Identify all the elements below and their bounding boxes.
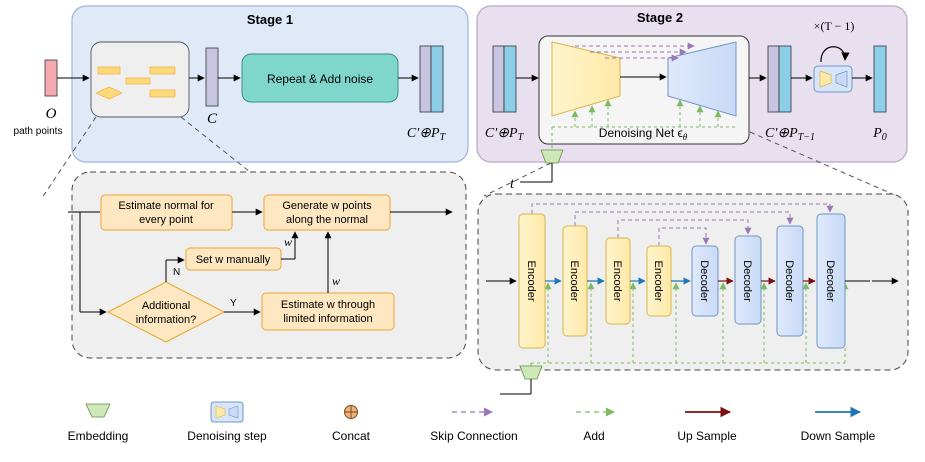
repeat-add-noise-label: Repeat & Add noise <box>267 72 373 86</box>
decoder-trapezoid <box>667 41 737 117</box>
encoder-trapezoid <box>551 41 621 117</box>
legend-concat: Concat <box>332 429 371 443</box>
Cprime-PT-label: C′⊕PT <box>407 126 447 143</box>
Cprime-bar <box>419 45 432 113</box>
t-label: t <box>510 176 515 192</box>
decoder-2-label: Decoder <box>741 260 753 302</box>
denoising-net-label: Denoising Net ϵθ <box>599 126 688 142</box>
legend: Embedding Denoising step Concat Skip Con… <box>68 401 876 443</box>
C-label: C <box>207 111 218 127</box>
P0-bar <box>873 45 887 113</box>
generate-line2: along the normal <box>286 214 368 226</box>
no-label: N <box>173 267 180 278</box>
O-label: O <box>46 106 57 122</box>
path-points-label: path points <box>14 126 63 137</box>
input-O <box>44 59 58 97</box>
estimate-normal-line1: Estimate normal for <box>118 200 214 212</box>
decoder-4-label: Decoder <box>824 260 836 302</box>
generate-line1: Generate w points <box>282 200 372 212</box>
legend-skip: Skip Connection <box>430 429 517 443</box>
legend-up: Up Sample <box>677 429 737 443</box>
estimate-normal-line2: every point <box>139 214 193 226</box>
stage2-panel: Stage 2 C′⊕PT Denoising Net ϵθ <box>476 5 908 192</box>
flowchart-panel: Estimate normal for every point Generate… <box>68 171 467 359</box>
stage1-panel: Stage 1 O path points C Repeat & Add noi… <box>14 5 469 163</box>
PT-bar <box>430 45 444 113</box>
encoder-3-label: Encoder <box>611 261 623 302</box>
legend-embedding-icon <box>85 403 111 418</box>
stage2-input-label: C′⊕PT <box>485 126 525 143</box>
legend-down: Down Sample <box>801 429 876 443</box>
encoder-4-label: Encoder <box>652 261 664 302</box>
yes-label: Y <box>230 298 237 309</box>
w-label-2: w <box>332 274 340 288</box>
unet-embedding-icon <box>519 365 543 380</box>
legend-add: Add <box>583 429 604 443</box>
unet-panel: Encoder Encoder Encoder Encoder Decoder … <box>477 193 909 395</box>
legend-embedding: Embedding <box>68 429 129 443</box>
additional-line2: information? <box>136 314 197 326</box>
P0-label: P0 <box>872 126 887 143</box>
stage2-output-label: C′⊕PT−1 <box>765 126 815 143</box>
legend-denoising: Denoising step <box>187 429 267 443</box>
decoder-1-label: Decoder <box>698 260 710 302</box>
estimate-w-line2: limited information <box>283 313 372 325</box>
C-bar <box>205 47 219 107</box>
decoder-3-label: Decoder <box>783 260 795 302</box>
stage2-title: Stage 2 <box>637 10 683 25</box>
w-label-1: w <box>284 235 292 249</box>
repeat-label: ×(T − 1) <box>814 19 855 33</box>
additional-line1: Additional <box>142 300 190 312</box>
embedding-icon <box>540 149 564 164</box>
decoder-2 <box>734 235 762 325</box>
encoder-2-label: Encoder <box>568 261 580 302</box>
encoder-1-label: Encoder <box>525 261 537 302</box>
estimate-w-line1: Estimate w through <box>281 299 375 311</box>
set-w-label: Set w manually <box>196 254 271 266</box>
stage1-title: Stage 1 <box>247 12 293 27</box>
